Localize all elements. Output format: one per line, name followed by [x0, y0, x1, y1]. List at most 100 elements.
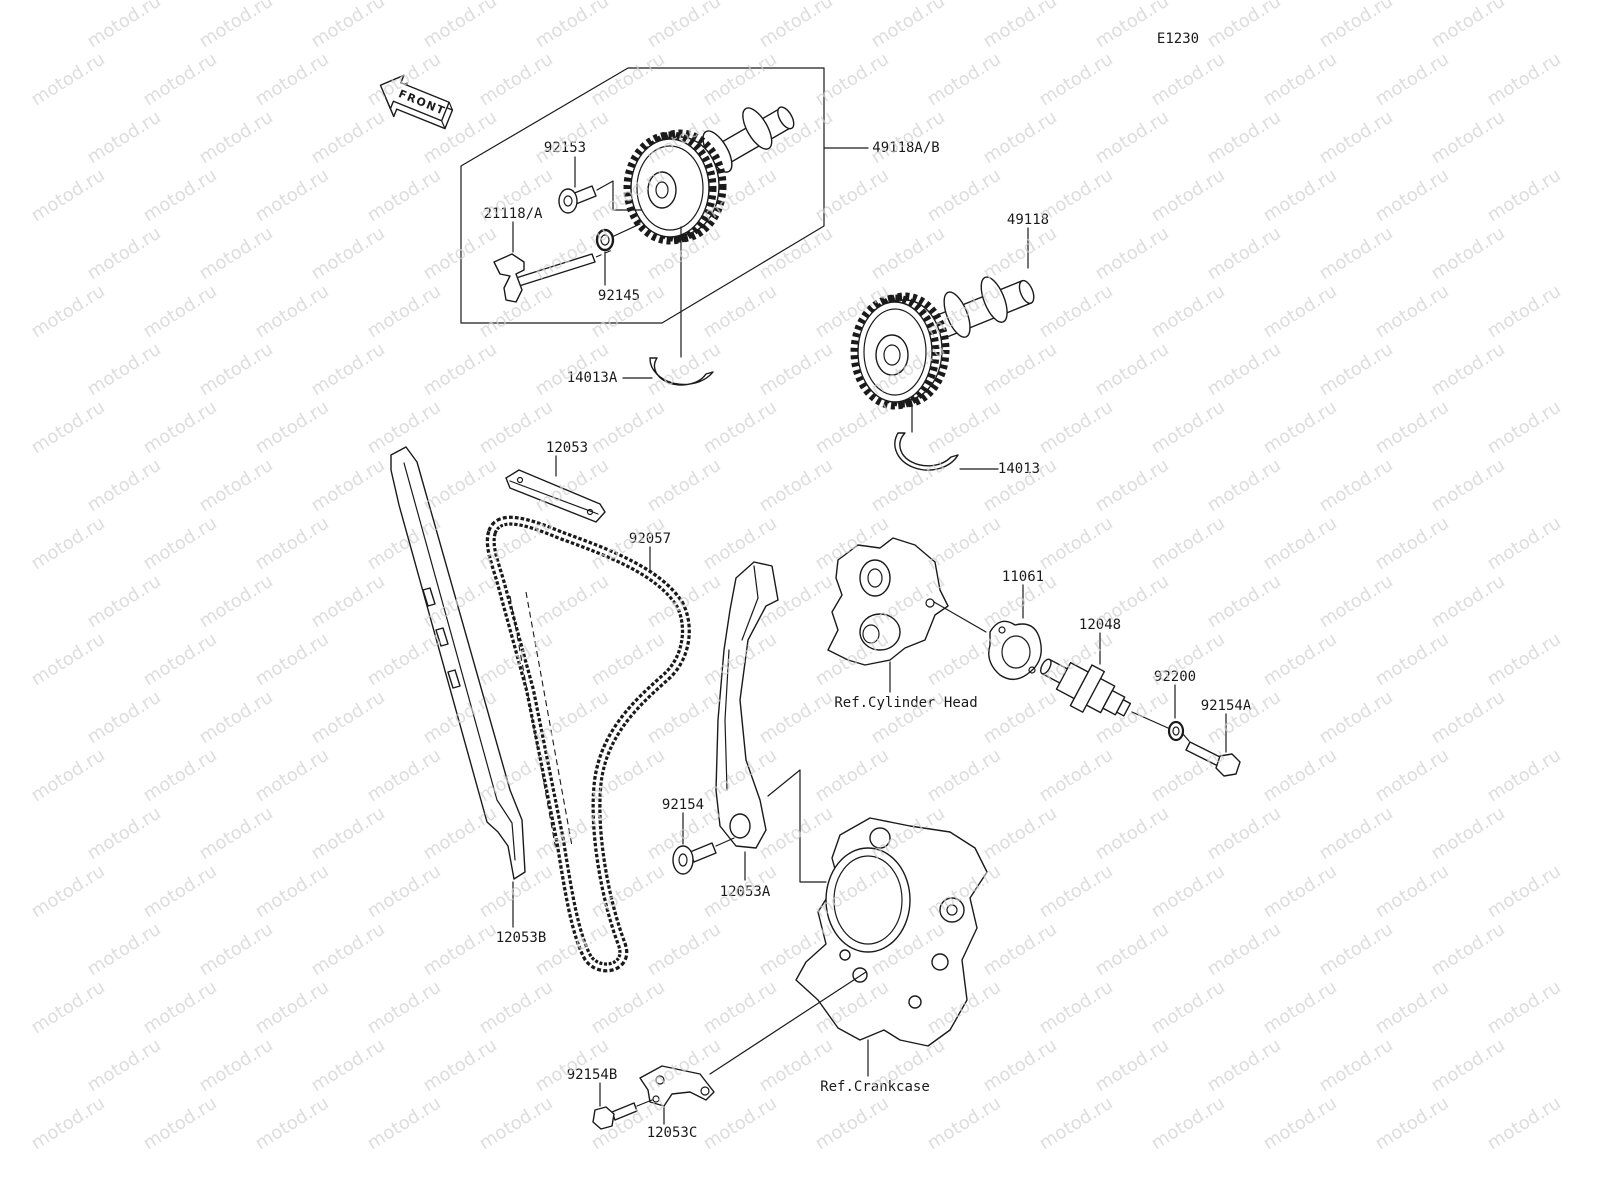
- callout-11061: 11061: [1002, 569, 1044, 585]
- guide-body: [505, 469, 606, 523]
- bolt-hole: [852, 967, 868, 983]
- chain-guide-12053: [505, 469, 606, 523]
- boss: [939, 897, 965, 923]
- chain-pins: [488, 519, 688, 970]
- callout-92153: 92153: [544, 140, 586, 156]
- callout-92057: 92057: [629, 531, 671, 547]
- half-ring-14013: [894, 432, 959, 471]
- assembly-line-92145: [613, 223, 641, 237]
- shaft-end: [1018, 279, 1035, 304]
- guide-slot: [435, 627, 449, 647]
- callout-12053: 12053: [546, 440, 588, 456]
- bracket-hole: [652, 1095, 660, 1103]
- callout-92154: 92154: [662, 797, 704, 813]
- bolt-92153: [558, 185, 597, 214]
- bracket-12053c: [639, 1065, 715, 1107]
- reference-cylinder-head: Ref.Cylinder Head: [834, 695, 977, 711]
- front-arrow-edge: [448, 101, 454, 111]
- bolt-head: [558, 188, 578, 214]
- bolt-head: [592, 1106, 615, 1130]
- callout-92154a: 92154A: [1201, 698, 1252, 714]
- bolt-socket: [678, 853, 688, 867]
- half-ring-14013a: [649, 357, 714, 386]
- gear-teeth: [623, 131, 717, 245]
- cam-lobe: [980, 276, 1008, 323]
- gear-bore: [883, 344, 901, 366]
- bolt-hole: [908, 995, 922, 1009]
- assembly-line-12053c: [709, 971, 867, 1075]
- cam-lobe: [943, 291, 971, 338]
- bolt-92154b: [592, 1102, 638, 1130]
- bolt-92154a: [1185, 741, 1241, 777]
- callout-92200: 92200: [1154, 669, 1196, 685]
- ring-inner: [600, 234, 610, 246]
- assembly-line-12048: [1131, 711, 1169, 729]
- guide-rib: [403, 462, 516, 861]
- tensioner-mount-bore: [867, 568, 883, 588]
- callout-12053c: 12053C: [647, 1125, 698, 1141]
- assembly-line-11061: [933, 601, 987, 633]
- boss: [859, 613, 901, 651]
- gear-web: [863, 308, 927, 396]
- bolt-hole: [925, 598, 935, 608]
- lever-arm: [493, 253, 525, 303]
- bolt-92154: [672, 842, 717, 875]
- bolt-hole: [839, 949, 851, 961]
- plunger-tip: [1039, 658, 1052, 675]
- lever-21118a: [493, 253, 596, 303]
- assembly-line-12053a: [767, 769, 827, 883]
- shaft-end: [777, 106, 795, 130]
- guide-hole: [516, 476, 524, 484]
- assembly-line-92154b: [636, 1099, 653, 1107]
- gear-web: [636, 145, 704, 231]
- gasket-hole: [1028, 666, 1036, 674]
- guide-slot: [422, 587, 436, 607]
- tensioner-guide-12053a: [715, 561, 779, 849]
- camshaft-49118: [850, 276, 1035, 410]
- washer-92200: [1167, 720, 1185, 742]
- cylinder-head-outline: [827, 537, 949, 666]
- tensioner-12048: [1039, 658, 1132, 717]
- gear-bore: [655, 181, 669, 199]
- gear-hub: [875, 334, 909, 376]
- callout-12053b: 12053B: [496, 930, 547, 946]
- callout-14013a: 14013A: [567, 370, 618, 386]
- bracket-hole: [655, 1075, 665, 1085]
- gasket-bore: [1001, 635, 1031, 669]
- callout-49118: 49118: [1007, 212, 1049, 228]
- ring-92145: [595, 228, 615, 252]
- front-arrow-edge: [389, 108, 395, 118]
- assembly-box-49118ab: [460, 67, 825, 324]
- gear-teeth: [850, 294, 940, 410]
- callout-14013: 14013: [998, 461, 1040, 477]
- front-arrow-face: [379, 74, 450, 122]
- assembly-line-92154a: [1182, 733, 1190, 742]
- tensioner-nut: [1116, 699, 1132, 717]
- callout-92154b: 92154B: [567, 1067, 618, 1083]
- diagram-code: E1230: [1157, 31, 1199, 47]
- ring-outer: [595, 228, 615, 252]
- cam-lobe: [742, 107, 773, 150]
- boss-bore: [862, 624, 880, 644]
- guide-slot: [447, 669, 461, 689]
- boss-bore: [946, 904, 958, 916]
- front-arrow: FRONT: [379, 74, 454, 130]
- gasket-hole: [998, 626, 1006, 634]
- crankcase-reference: [795, 817, 988, 1047]
- guide-rib: [741, 565, 759, 641]
- guide-rib: [509, 480, 599, 515]
- chain-hidden-edge: [525, 591, 573, 847]
- washer-outer: [1167, 720, 1185, 742]
- guide-rib: [724, 649, 730, 791]
- tensioner-mount: [859, 559, 891, 597]
- bracket-hole: [700, 1086, 710, 1096]
- bolt-socket: [563, 195, 573, 207]
- assembly-line-92153: [596, 180, 643, 211]
- bolt-head: [1215, 753, 1241, 777]
- callout-21118a: 21118/A: [483, 206, 543, 222]
- tensioner-flange: [1069, 664, 1106, 713]
- callout-12053a: 12053A: [720, 884, 771, 900]
- guide-body: [390, 446, 526, 880]
- chain-hidden-edge: [509, 595, 557, 851]
